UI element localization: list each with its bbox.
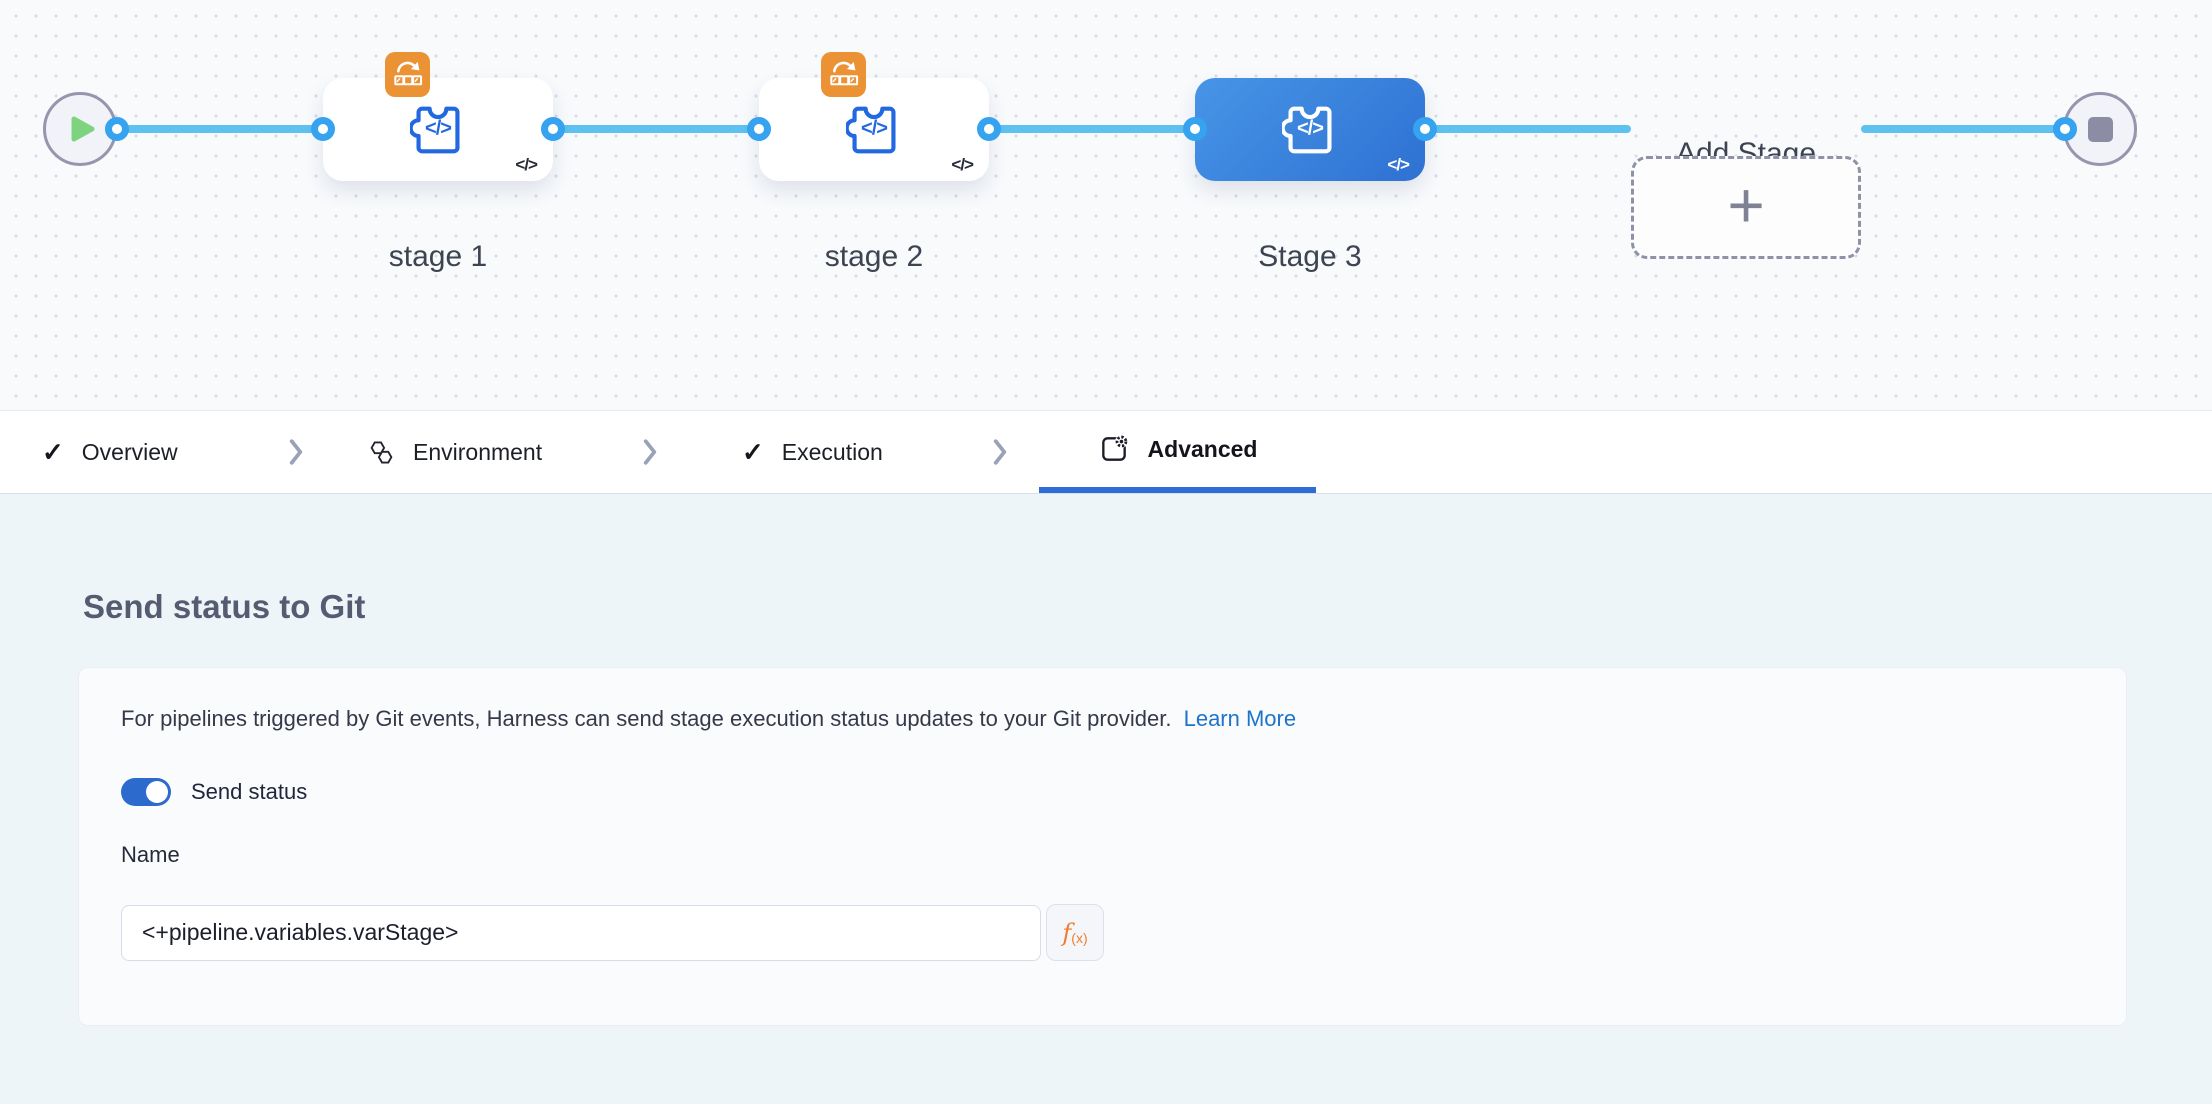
connector-port (105, 117, 129, 141)
pipeline-end-node[interactable] (2063, 92, 2137, 166)
looping-strategy-icon (393, 61, 422, 85)
tab-overview[interactable]: ✓ Overview (42, 411, 178, 493)
pipeline-canvas[interactable]: </> </> stage 1 </> </> (0, 0, 2212, 410)
name-field-label: Name (121, 842, 180, 867)
connector-port (2053, 117, 2077, 141)
hexagons-icon (370, 440, 393, 464)
section-heading: Send status to Git (83, 588, 366, 625)
tab-execution[interactable]: ✓ Execution (742, 411, 883, 493)
send-status-toggle-row: Send status (121, 778, 307, 806)
stop-icon (2087, 116, 2113, 142)
tab-label: Environment (413, 438, 543, 465)
check-icon: ✓ (42, 436, 64, 467)
name-input-row: f(x) (121, 904, 1104, 961)
chevron-right-icon (288, 411, 304, 493)
pipeline-start-node[interactable] (43, 92, 117, 166)
expression-fx-button[interactable]: f(x) (1046, 904, 1104, 961)
yaml-code-icon: </> (515, 155, 538, 174)
yaml-code-icon: </> (951, 155, 974, 174)
stage-node-stage-1[interactable]: </> </> (323, 52, 553, 181)
code-glyph: </> (1297, 117, 1324, 140)
connector-line (553, 125, 759, 133)
send-status-card: For pipelines triggered by Git events, H… (78, 667, 2127, 1026)
connector-line (1861, 125, 2065, 133)
square-gear-icon (1098, 433, 1130, 465)
stage-label: stage 2 (824, 240, 924, 273)
learn-more-link[interactable]: Learn More (1183, 706, 1297, 731)
code-glyph: </> (861, 117, 888, 140)
stage-config-tabbar: ✓ Overview Environment ✓ Execution Adva (0, 410, 2212, 494)
code-glyph: </> (425, 117, 452, 140)
name-input[interactable] (121, 904, 1041, 961)
connector-line (989, 125, 1195, 133)
connector-port (541, 117, 565, 141)
toggle-label: Send status (191, 779, 308, 804)
chevron-right-icon (992, 411, 1008, 493)
toggle-knob (146, 781, 168, 803)
stage-node-stage-2[interactable]: </> </> (759, 52, 989, 181)
fx-sub: (x) (1071, 929, 1088, 946)
chevron-right-icon (642, 411, 658, 493)
connector-port (1413, 117, 1437, 141)
stage-3-group: </> </> Stage 3 (1195, 78, 1425, 274)
add-stage-button[interactable]: + (1631, 156, 1861, 259)
connector-port (747, 117, 771, 141)
check-icon: ✓ (742, 436, 764, 467)
connector-line (117, 125, 323, 133)
stage-label: stage 1 (388, 240, 488, 273)
tab-environment[interactable]: Environment (368, 411, 542, 493)
description-text: For pipelines triggered by Git events, H… (121, 706, 1172, 731)
stage-1-group: </> </> stage 1 (323, 52, 553, 274)
add-stage-group: + Add Stage (1631, 78, 1861, 259)
custom-stage-icon (846, 106, 896, 153)
tab-label: Overview (81, 438, 178, 465)
advanced-tab-panel: Send status to Git For pipelines trigger… (0, 494, 2212, 1104)
custom-stage-icon (410, 106, 460, 153)
looping-strategy-icon (829, 61, 858, 85)
connector-line (1425, 125, 1631, 133)
stage-2-group: </> </> stage 2 (759, 52, 989, 274)
yaml-code-icon: </> (1387, 155, 1410, 174)
connector-port (977, 117, 1001, 141)
tab-label: Execution (781, 438, 883, 465)
tab-advanced[interactable]: Advanced (1039, 411, 1316, 493)
play-icon (71, 116, 95, 142)
connector-port (311, 117, 335, 141)
send-status-description: For pipelines triggered by Git events, H… (121, 704, 1296, 734)
custom-stage-icon (1282, 106, 1332, 153)
connector-port (1183, 117, 1207, 141)
looping-strategy-badge[interactable] (385, 52, 430, 97)
tab-label: Advanced (1147, 435, 1258, 462)
looping-strategy-badge[interactable] (821, 52, 866, 97)
send-status-toggle[interactable] (121, 778, 171, 806)
stage-node-stage-3-selected[interactable]: </> </> (1195, 78, 1425, 181)
fx-icon: f (1062, 918, 1072, 947)
stage-label: Stage 3 (1258, 240, 1362, 273)
